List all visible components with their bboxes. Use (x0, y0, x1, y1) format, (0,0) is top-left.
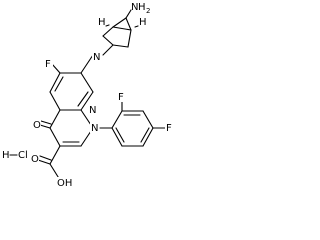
hydroxyl-group: OH (57, 178, 72, 189)
azabicyclohexane-ring (102, 9, 139, 56)
salt-hydrogen: H (2, 150, 10, 161)
carbonyl-oxygen: O (31, 154, 39, 165)
naphthyridinone-core (37, 54, 94, 181)
difluorophenyl-ring (99, 99, 166, 147)
pyrrolidine-nitrogen: N (93, 52, 100, 63)
amine-n: N (131, 2, 138, 13)
amine-label: N H 2 (131, 2, 150, 15)
fluorine-ortho: F (118, 92, 124, 103)
pyridine-nitrogen: N (89, 105, 96, 116)
quinolone-nitrogen: N (91, 123, 98, 134)
stereo-h-right: H (139, 17, 147, 28)
fluorine-naphthyridine: F (45, 59, 51, 70)
fluorine-para: F (166, 123, 172, 134)
hydrochloride-salt: H Cl (2, 150, 28, 161)
stereo-h-left: H (98, 17, 106, 28)
keto-oxygen: O (33, 120, 41, 131)
amine-h: H (138, 2, 146, 13)
amine-h-subscript: 2 (146, 7, 150, 15)
trovafloxacin-hydrochloride-structure: N H 2 H H N F N N O F F O OH H Cl (2, 2, 174, 189)
salt-chlorine: Cl (18, 150, 28, 161)
